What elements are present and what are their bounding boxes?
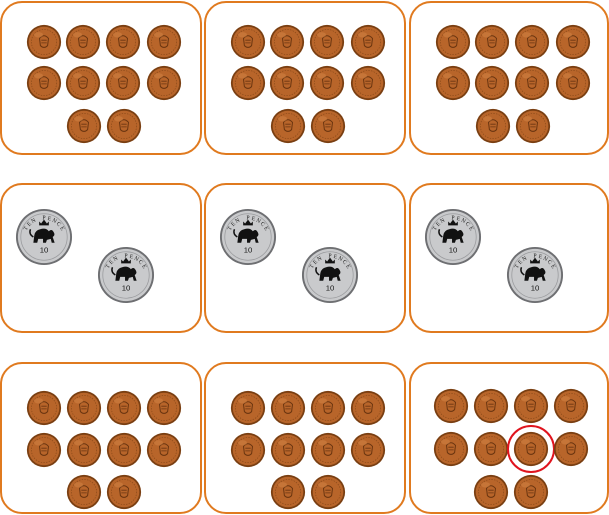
ten-pence-value: 10: [449, 245, 458, 254]
penny-coin-icon[interactable]: [26, 24, 62, 65]
penny-coin-icon[interactable]: [350, 432, 386, 473]
penny-coin-icon[interactable]: [230, 390, 266, 431]
ten-pence-value: 10: [531, 283, 540, 292]
coin-panel[interactable]: [409, 362, 609, 514]
penny-coin-icon[interactable]: [146, 24, 182, 65]
penny-coin-icon[interactable]: [473, 431, 509, 472]
penny-coin-icon[interactable]: [105, 24, 141, 65]
penny-coin-icon[interactable]: [105, 65, 141, 106]
ten-pence-value: 10: [40, 245, 49, 254]
penny-coin-icon[interactable]: [514, 65, 550, 106]
penny-coin-icon[interactable]: [26, 390, 62, 431]
penny-coin-icon[interactable]: [513, 388, 549, 429]
penny-coin-icon[interactable]: [309, 24, 345, 65]
penny-coin-icon[interactable]: [66, 390, 102, 431]
penny-coin-icon[interactable]: [66, 474, 102, 515]
penny-coin-icon[interactable]: [475, 108, 511, 149]
penny-coin-icon[interactable]: [513, 474, 549, 515]
penny-coin-icon[interactable]: [106, 108, 142, 149]
penny-coin-icon[interactable]: [106, 390, 142, 431]
penny-coin-icon[interactable]: [350, 24, 386, 65]
penny-coin-icon[interactable]: [65, 65, 101, 106]
penny-coin-icon[interactable]: [310, 390, 346, 431]
penny-coin-icon[interactable]: [474, 65, 510, 106]
penny-coin-icon[interactable]: [350, 65, 386, 106]
svg-text:P: P: [124, 254, 127, 260]
coin-panel[interactable]: [409, 1, 609, 155]
penny-coin-icon[interactable]: [270, 390, 306, 431]
penny-coin-icon[interactable]: [435, 24, 471, 65]
penny-coin-icon[interactable]: [309, 65, 345, 106]
svg-text:P: P: [451, 216, 454, 222]
svg-text:P: P: [246, 216, 249, 222]
penny-coin-icon[interactable]: [515, 108, 551, 149]
penny-coin-icon[interactable]: [106, 432, 142, 473]
penny-coin-icon[interactable]: [269, 65, 305, 106]
penny-coin-icon[interactable]: [553, 431, 589, 472]
penny-coin-icon[interactable]: [310, 474, 346, 515]
svg-text:P: P: [42, 216, 45, 222]
penny-coin-icon[interactable]: [473, 388, 509, 429]
penny-coin-icon[interactable]: [350, 390, 386, 431]
penny-coin-icon[interactable]: [433, 431, 469, 472]
penny-coin-icon[interactable]: [473, 474, 509, 515]
penny-coin-icon[interactable]: [310, 432, 346, 473]
penny-coin-icon[interactable]: [270, 108, 306, 149]
coin-panel[interactable]: [204, 1, 406, 155]
penny-coin-icon[interactable]: [26, 65, 62, 106]
coin-panel[interactable]: [0, 1, 202, 155]
penny-coin-icon[interactable]: [310, 108, 346, 149]
penny-coin-icon[interactable]: [230, 65, 266, 106]
penny-coin-icon[interactable]: [514, 24, 550, 65]
penny-coin-icon[interactable]: [106, 474, 142, 515]
coin-panel[interactable]: [0, 362, 202, 514]
highlight-circle: [507, 425, 555, 473]
ten-pence-value: 10: [122, 283, 131, 292]
penny-coin-icon[interactable]: [146, 390, 182, 431]
penny-coin-icon[interactable]: [435, 65, 471, 106]
penny-coin-icon[interactable]: [474, 24, 510, 65]
ten-pence-value: 10: [326, 283, 335, 292]
penny-coin-icon[interactable]: [555, 65, 591, 106]
penny-coin-icon[interactable]: [26, 432, 62, 473]
coin-panel[interactable]: [204, 362, 406, 514]
penny-coin-icon[interactable]: [433, 388, 469, 429]
penny-coin-icon[interactable]: [270, 474, 306, 515]
ten-pence-value: 10: [244, 245, 253, 254]
penny-coin-icon[interactable]: [553, 388, 589, 429]
svg-text:P: P: [328, 254, 331, 260]
penny-coin-icon[interactable]: [66, 108, 102, 149]
penny-coin-icon[interactable]: [270, 432, 306, 473]
svg-text:P: P: [533, 254, 536, 260]
penny-coin-icon[interactable]: [269, 24, 305, 65]
penny-coin-icon[interactable]: [555, 24, 591, 65]
penny-coin-icon[interactable]: [230, 24, 266, 65]
penny-coin-icon[interactable]: [146, 432, 182, 473]
penny-coin-icon[interactable]: [65, 24, 101, 65]
penny-coin-icon[interactable]: [146, 65, 182, 106]
penny-coin-icon[interactable]: [66, 432, 102, 473]
penny-coin-icon[interactable]: [230, 432, 266, 473]
